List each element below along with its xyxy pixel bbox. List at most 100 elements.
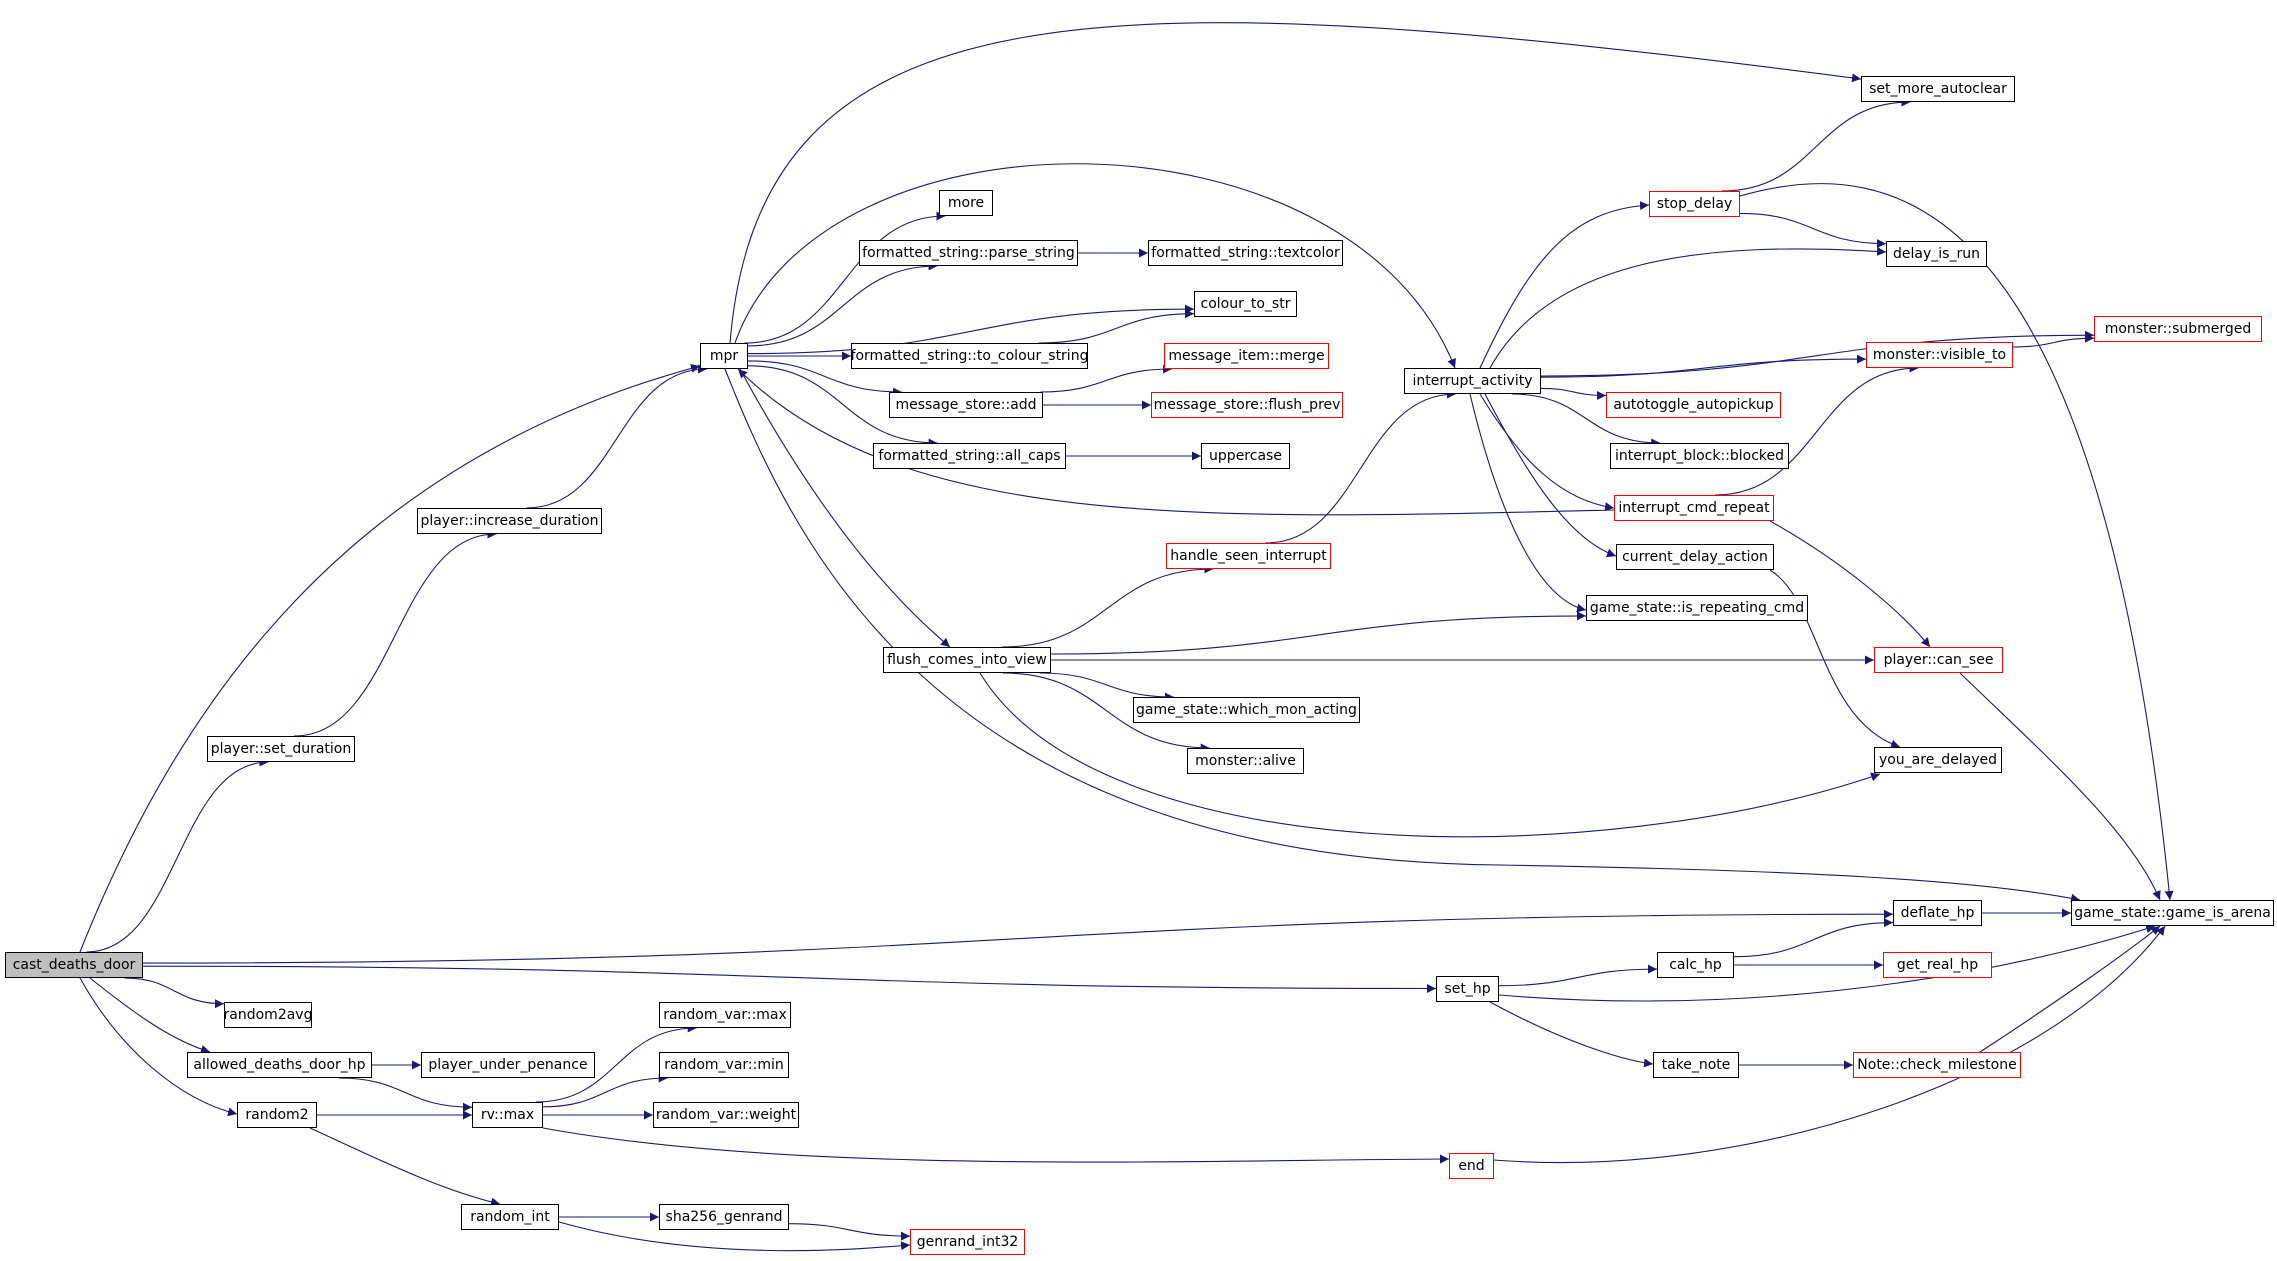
node-label: random_var::min xyxy=(664,1057,784,1073)
node-player_increase_duration[interactable]: player::increase_duration xyxy=(417,508,602,534)
edge-interrupt_activity-to-interrupt_cmd_repeat xyxy=(1479,393,1615,512)
node-label: formatted_string::textcolor xyxy=(1151,245,1340,261)
node-gs_which_mon_acting[interactable]: game_state::which_mon_acting xyxy=(1133,697,1360,723)
node-you_are_delayed[interactable]: you_are_delayed xyxy=(1874,747,2002,773)
node-random_int[interactable]: random_int xyxy=(461,1204,559,1230)
node-gs_game_is_arena[interactable]: game_state::game_is_arena xyxy=(2071,900,2274,926)
node-label: formatted_string::all_caps xyxy=(878,448,1061,464)
node-fs_all_caps[interactable]: formatted_string::all_caps xyxy=(873,443,1066,469)
node-random_var_max[interactable]: random_var::max xyxy=(659,1002,791,1028)
node-deflate_hp[interactable]: deflate_hp xyxy=(1893,900,1982,926)
node-calc_hp[interactable]: calc_hp xyxy=(1657,952,1734,978)
edge-mpr-to-flush_comes_into_view xyxy=(739,368,951,648)
node-random_var_min[interactable]: random_var::min xyxy=(659,1052,789,1078)
node-label: monster::alive xyxy=(1195,753,1296,769)
node-cast_deaths_door[interactable]: cast_deaths_door xyxy=(5,952,143,978)
edge-stop_delay-to-delay_is_run xyxy=(1739,212,1887,249)
node-autotoggle_autopickup[interactable]: autotoggle_autopickup xyxy=(1606,392,1781,418)
edge-interrupt_activity-to-interrupt_block_blocked xyxy=(1511,393,1661,448)
node-set_more_autoclear[interactable]: set_more_autoclear xyxy=(1861,76,2015,102)
node-note_check_milestone[interactable]: Note::check_milestone xyxy=(1853,1052,2021,1078)
node-end[interactable]: end xyxy=(1449,1153,1494,1179)
node-player_under_penance[interactable]: player_under_penance xyxy=(421,1052,595,1078)
edge-mpr-to-fs_parse_string xyxy=(747,261,938,347)
node-handle_seen_interrupt[interactable]: handle_seen_interrupt xyxy=(1166,543,1331,569)
node-label: more xyxy=(947,195,985,211)
node-interrupt_cmd_repeat[interactable]: interrupt_cmd_repeat xyxy=(1614,495,1774,521)
node-rv_max[interactable]: rv::max xyxy=(472,1102,543,1128)
node-message_item_merge[interactable]: message_item::merge xyxy=(1164,343,1329,369)
node-label: monster::submerged xyxy=(2104,321,2252,337)
node-label: stop_delay xyxy=(1656,196,1733,212)
edge-interrupt_cmd_repeat-to-mpr xyxy=(737,368,1615,516)
node-fs_textcolor[interactable]: formatted_string::textcolor xyxy=(1148,240,1343,266)
node-mpr[interactable]: mpr xyxy=(700,343,748,369)
node-label: set_more_autoclear xyxy=(1869,81,2007,97)
node-monster_submerged[interactable]: monster::submerged xyxy=(2094,316,2262,342)
node-label: end xyxy=(1458,1158,1485,1174)
node-player_set_duration[interactable]: player::set_duration xyxy=(207,736,355,762)
edge-random_int-to-genrand_int32 xyxy=(558,1221,911,1252)
edge-interrupt_cmd_repeat-to-player_can_see xyxy=(1769,520,1931,648)
node-colour_to_str[interactable]: colour_to_str xyxy=(1194,291,1297,317)
node-random_var_weight[interactable]: random_var::weight xyxy=(653,1102,799,1128)
node-label: player_under_penance xyxy=(428,1057,588,1073)
node-set_hp[interactable]: set_hp xyxy=(1436,976,1499,1002)
edge-cast_deaths_door-to-random2 xyxy=(79,977,238,1117)
node-fs_to_colour_string[interactable]: formatted_string::to_colour_string xyxy=(851,343,1088,369)
edge-allowed_deaths_door_hp-to-rv_max xyxy=(338,1077,473,1112)
edge-message_store_add-to-message_item_merge xyxy=(1040,364,1173,393)
node-take_note[interactable]: take_note xyxy=(1653,1052,1739,1078)
node-label: game_state::which_mon_acting xyxy=(1136,702,1357,718)
edge-flush_comes_into_view-to-you_are_delayed xyxy=(979,672,1881,838)
edge-flush_comes_into_view-to-gs_which_mon_acting xyxy=(1039,672,1174,702)
node-random2[interactable]: random2 xyxy=(237,1102,317,1128)
edges-layer xyxy=(79,22,2174,1252)
node-label: set_hp xyxy=(1444,981,1491,997)
node-gs_is_repeating_cmd[interactable]: game_state::is_repeating_cmd xyxy=(1586,595,1808,621)
node-label: delay_is_run xyxy=(1893,246,1980,262)
edge-mpr-to-set_more_autoclear xyxy=(729,22,1862,344)
edge-flush_comes_into_view-to-monster_alive xyxy=(1002,672,1210,753)
node-label: interrupt_block::blocked xyxy=(1614,448,1785,464)
node-label: game_state::is_repeating_cmd xyxy=(1589,600,1805,616)
edge-mpr-to-interrupt_activity xyxy=(734,163,1456,369)
node-allowed_deaths_door_hp[interactable]: allowed_deaths_door_hp xyxy=(187,1052,372,1078)
edge-stop_delay-to-gs_game_is_arena xyxy=(1739,183,2174,901)
node-genrand_int32[interactable]: genrand_int32 xyxy=(910,1229,1025,1255)
edge-interrupt_activity-to-monster_visible_to xyxy=(1540,354,1867,378)
node-monster_visible_to[interactable]: monster::visible_to xyxy=(1866,342,2013,368)
node-interrupt_block_blocked[interactable]: interrupt_block::blocked xyxy=(1610,443,1789,469)
node-random2avg[interactable]: random2avg xyxy=(224,1002,312,1028)
node-sha256_genrand[interactable]: sha256_genrand xyxy=(659,1204,789,1230)
node-label: genrand_int32 xyxy=(916,1234,1019,1250)
edge-cast_deaths_door-to-mpr xyxy=(79,363,701,953)
node-interrupt_activity[interactable]: interrupt_activity xyxy=(1404,368,1541,394)
node-label: player::set_duration xyxy=(210,741,352,757)
node-get_real_hp[interactable]: get_real_hp xyxy=(1883,952,1992,978)
node-delay_is_run[interactable]: delay_is_run xyxy=(1886,241,1987,267)
node-fs_parse_string[interactable]: formatted_string::parse_string xyxy=(859,240,1078,266)
node-player_can_see[interactable]: player::can_see xyxy=(1874,647,2003,673)
node-message_store_flush_prev[interactable]: message_store::flush_prev xyxy=(1151,392,1343,418)
node-label: uppercase xyxy=(1209,448,1282,464)
edge-interrupt_activity-to-stop_delay xyxy=(1479,201,1650,369)
node-label: monster::visible_to xyxy=(1872,347,2007,363)
node-message_store_add[interactable]: message_store::add xyxy=(889,392,1043,418)
node-flush_comes_into_view[interactable]: flush_comes_into_view xyxy=(883,647,1051,673)
edge-calc_hp-to-deflate_hp xyxy=(1733,918,1894,958)
node-label: random2 xyxy=(245,1107,309,1123)
node-label: random2avg xyxy=(223,1007,313,1023)
node-uppercase[interactable]: uppercase xyxy=(1201,443,1290,469)
node-current_delay_action[interactable]: current_delay_action xyxy=(1616,544,1774,570)
node-label: message_store::add xyxy=(895,397,1037,413)
edge-stop_delay-to-set_more_autoclear xyxy=(1721,97,1911,192)
node-more[interactable]: more xyxy=(939,190,993,216)
node-label: get_real_hp xyxy=(1896,957,1979,973)
node-label: player::can_see xyxy=(1883,652,1994,668)
node-stop_delay[interactable]: stop_delay xyxy=(1649,191,1740,217)
edge-player_can_see-to-gs_game_is_arena xyxy=(1959,672,2161,901)
node-monster_alive[interactable]: monster::alive xyxy=(1187,748,1304,774)
edge-flush_comes_into_view-to-gs_is_repeating_cmd xyxy=(1050,611,1587,655)
